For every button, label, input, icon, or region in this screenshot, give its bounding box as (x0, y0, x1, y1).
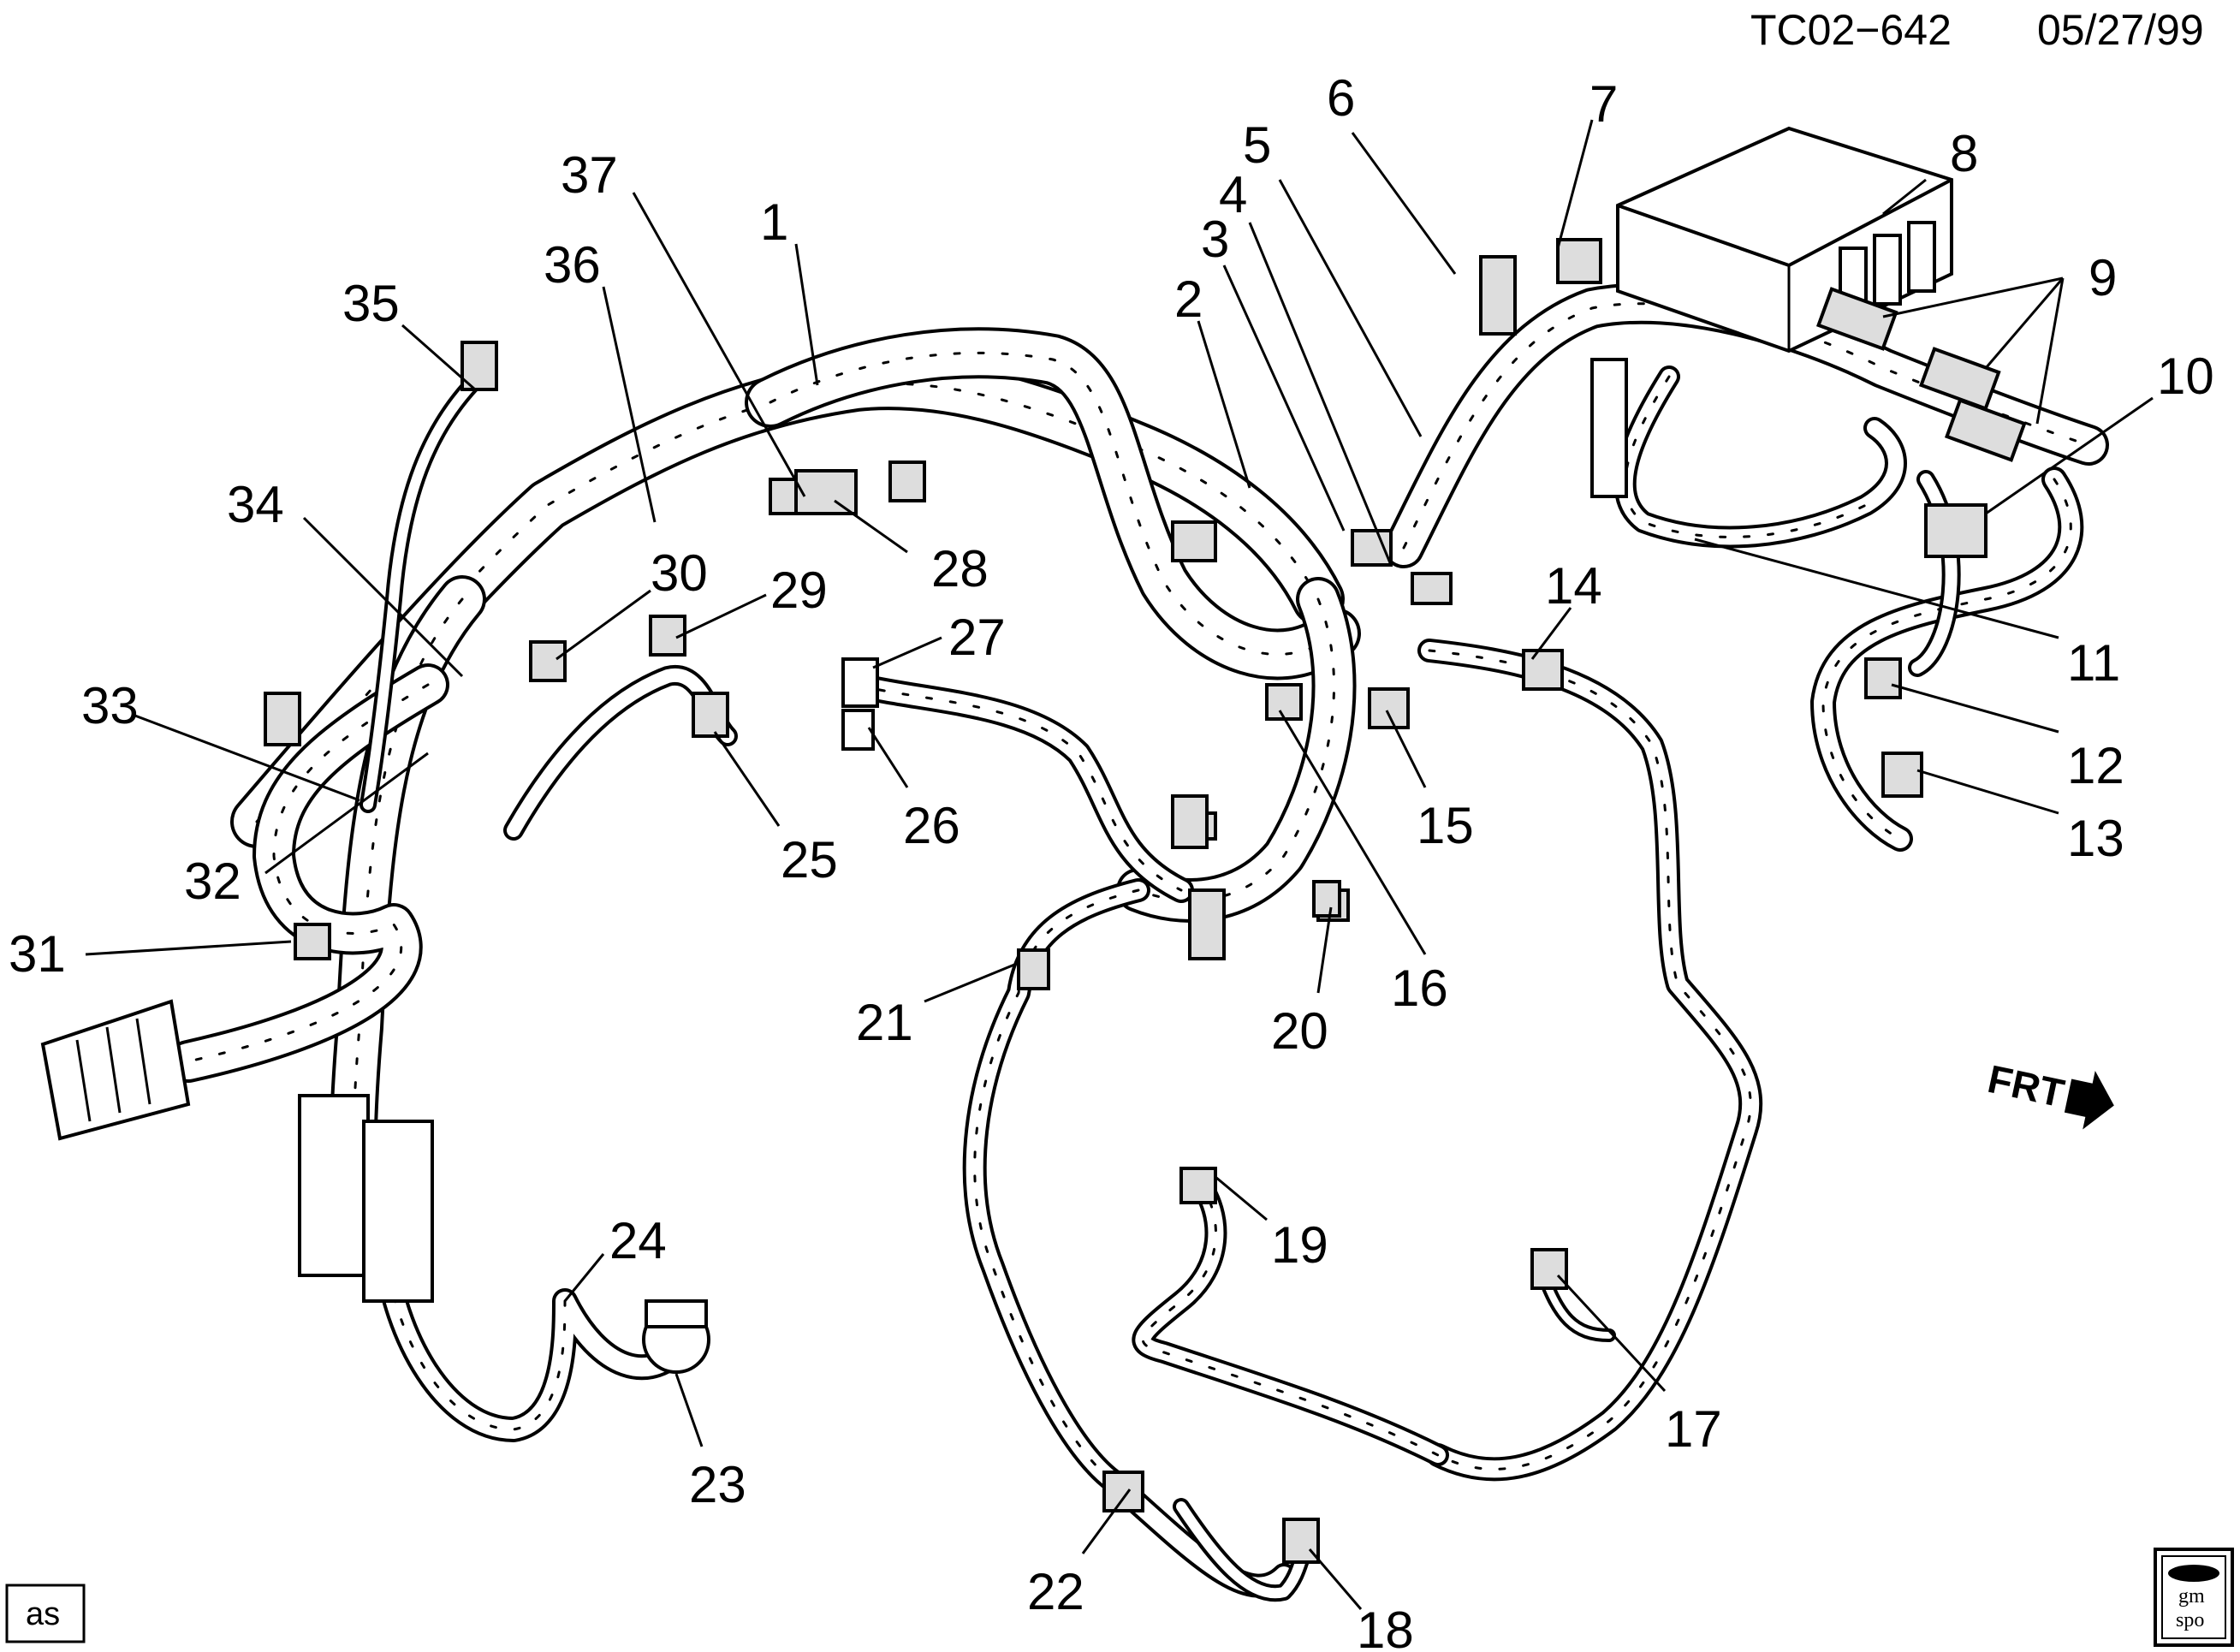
callout-37: 37 (561, 146, 618, 204)
logo-line1: gm (2178, 1585, 2205, 1607)
callout-3: 3 (1201, 211, 1229, 268)
arrow-right-icon (2064, 1071, 2114, 1130)
callout-5: 5 (1243, 116, 1271, 174)
harness-artwork (40, 126, 2109, 1602)
callout-24: 24 (609, 1212, 667, 1269)
callout-23: 23 (689, 1456, 746, 1513)
callout-25: 25 (781, 831, 838, 888)
callout-14: 14 (1545, 557, 1602, 615)
callout-13: 13 (2067, 810, 2124, 867)
callout-21: 21 (856, 994, 913, 1051)
callout-35: 35 (342, 275, 400, 332)
callout-11: 11 (2067, 634, 2120, 692)
callout-16: 16 (1391, 960, 1448, 1017)
diagram-date: 05/27/99 (2037, 6, 2204, 54)
callout-27: 27 (948, 609, 1006, 666)
callout-30: 30 (651, 544, 708, 602)
callout-20: 20 (1271, 1002, 1328, 1060)
callout-29: 29 (770, 562, 828, 619)
callout-12: 12 (2067, 737, 2124, 794)
callout-15: 15 (1417, 797, 1474, 854)
logo-line2: spo (2176, 1609, 2204, 1631)
callout-22: 22 (1027, 1563, 1084, 1620)
callout-18: 18 (1357, 1601, 1414, 1652)
callout-19: 19 (1271, 1216, 1328, 1274)
callout-17: 17 (1665, 1400, 1722, 1458)
callout-36: 36 (544, 236, 601, 294)
callout-26: 26 (903, 797, 960, 854)
diagram-code: TC02−642 (1750, 6, 1952, 54)
callout-6: 6 (1327, 69, 1355, 127)
callout-34: 34 (227, 476, 284, 533)
front-direction-marker: FRT (1984, 1056, 2114, 1130)
corner-tag-box (5, 1584, 86, 1643)
callout-7: 7 (1589, 75, 1618, 133)
callout-10: 10 (2157, 348, 2214, 405)
callout-32: 32 (184, 853, 241, 910)
callout-labels: 1 2 3 4 5 6 7 8 9 10 11 12 13 14 15 16 1… (9, 69, 2214, 1652)
corner-tag: as (26, 1596, 60, 1632)
callout-1: 1 (760, 193, 788, 251)
callout-33: 33 (81, 677, 139, 734)
leader-lines (85, 119, 2154, 1610)
gm-spo-logo: gm spo (2154, 1548, 2234, 1647)
callout-31: 31 (9, 925, 66, 983)
callout-2: 2 (1174, 270, 1203, 328)
callout-28: 28 (931, 540, 989, 597)
callout-8: 8 (1950, 125, 1978, 182)
front-label: FRT (1984, 1056, 2068, 1115)
callout-4: 4 (1219, 166, 1247, 223)
callout-9: 9 (2088, 249, 2117, 306)
